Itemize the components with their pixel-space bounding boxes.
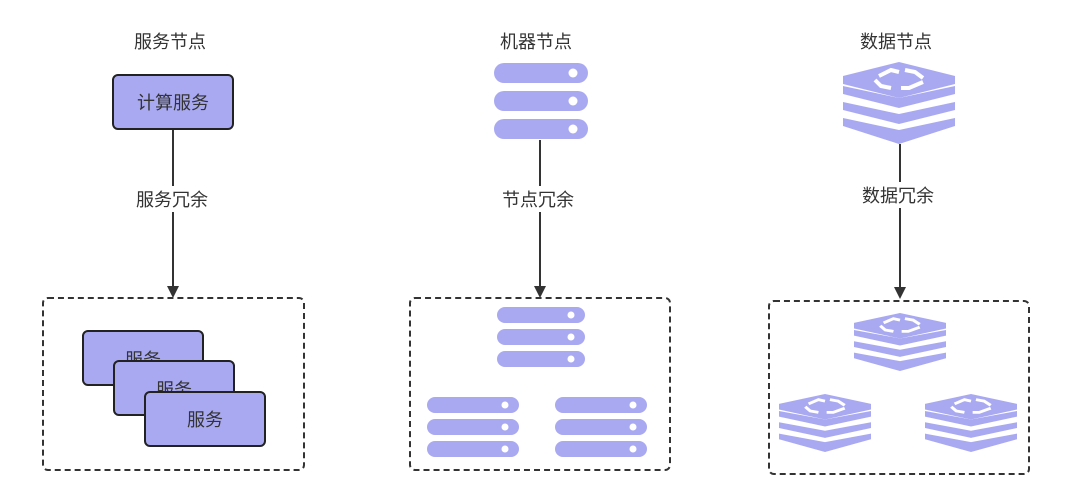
data-node-title: 数据节点 [860,32,932,53]
database-stack-icon [779,394,871,452]
server-icon [427,397,519,457]
server-icon [494,63,588,139]
machine-node-title: 机器节点 [500,32,572,53]
server-icon [555,397,647,457]
database-stack-icon [925,394,1017,452]
service-redundancy-label: 服务冗余 [134,186,210,212]
service-replica-3: 服务 [144,391,266,447]
machine-replica-group [409,297,671,471]
node-redundancy-label: 节点冗余 [500,186,576,212]
service-replica-group [42,297,305,471]
database-stack-icon [843,62,955,144]
database-stack-icon [854,313,946,371]
data-redundancy-label: 数据冗余 [860,182,936,208]
compute-service-node: 计算服务 [112,74,234,130]
server-icon [497,307,585,367]
service-node-title: 服务节点 [134,32,206,53]
data-replica-group [768,300,1030,475]
